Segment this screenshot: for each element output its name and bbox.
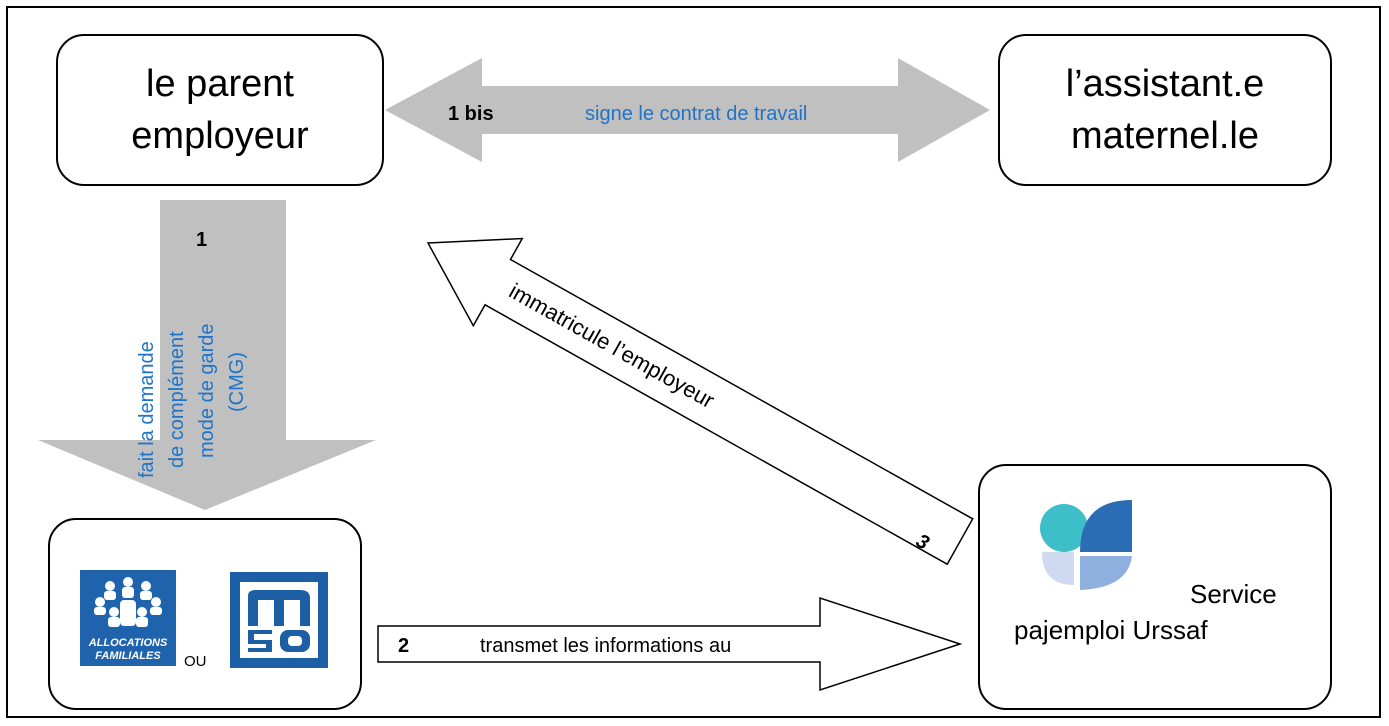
step-1bis-label: signe le contrat de travail xyxy=(585,103,807,125)
parent-box-line2: employeur xyxy=(131,115,309,157)
msa-logo-text: msa xyxy=(0,0,2,1)
step-1-label-line4: (CMG) xyxy=(226,352,248,412)
assistant-box: l’assistant.e maternel.le xyxy=(998,34,1332,186)
diagonal-arrow-3 xyxy=(426,237,974,566)
down-arrow-1 xyxy=(38,200,376,510)
urssaf-box: Service pajemploi Urssaf xyxy=(978,464,1332,710)
parent-box-line1: le parent xyxy=(146,63,294,105)
caf-figures-icon xyxy=(94,577,162,627)
step-1-label-line2: de complément xyxy=(166,331,188,468)
step-2-label: transmet les informations au xyxy=(480,635,731,657)
step-1bis-number: 1 bis xyxy=(448,103,494,125)
parent-employer-box: le parent employeur xyxy=(56,34,384,186)
double-arrow-1bis xyxy=(385,58,990,162)
step-3-label: immatricule l’employeur xyxy=(505,278,719,413)
assistant-box-line1: l’assistant.e xyxy=(1065,63,1265,105)
step-1-label-line3: mode de garde xyxy=(196,323,218,458)
outer-frame xyxy=(6,6,1381,718)
urssaf-line1: Service xyxy=(1190,579,1277,609)
step-1-number: 1 xyxy=(196,229,207,251)
assistant-box-line2: maternel.le xyxy=(1071,115,1259,157)
or-separator: OU xyxy=(184,653,207,670)
step-1-label-line1: fait la demande xyxy=(136,341,158,478)
pajemploi-logo xyxy=(1040,500,1132,590)
msa-logo: msa xyxy=(0,0,328,668)
caf-logo: ALLOCATIONS FAMILIALES xyxy=(80,570,176,666)
urssaf-line2: pajemploi Urssaf xyxy=(1014,615,1208,645)
caf-logo-text-line1: ALLOCATIONS xyxy=(88,637,168,649)
step-2-number: 2 xyxy=(398,635,409,657)
right-arrow-2 xyxy=(377,596,963,692)
caf-logo-text-line2: FAMILIALES xyxy=(95,650,161,662)
